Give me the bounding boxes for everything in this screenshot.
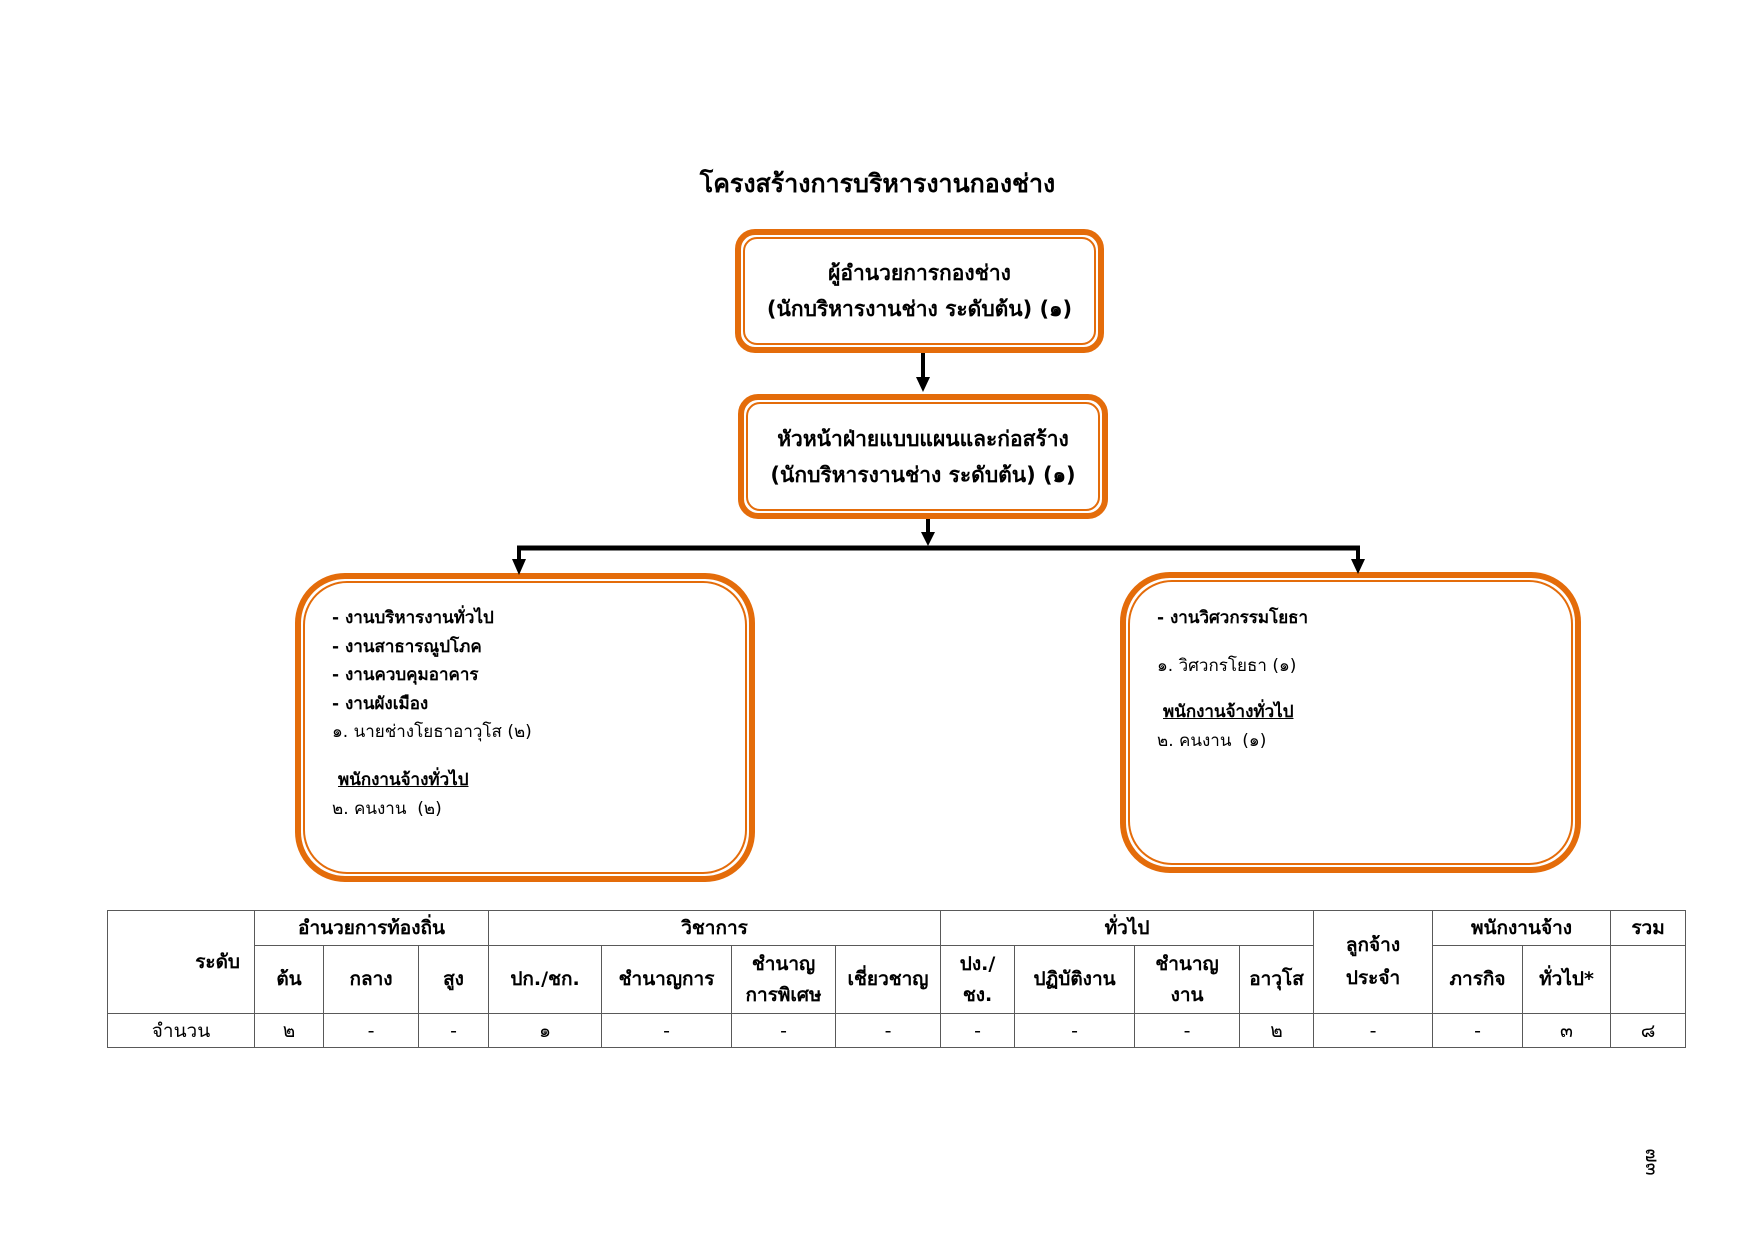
left-unit-task: - งานสาธารณูปโภค	[332, 636, 482, 657]
subheader-cell: ภารกิจ	[1432, 945, 1524, 1014]
staffing-summary-table: ระดับ อำนวยการท้องถิ่น วิชาการ ทั่วไป ลู…	[107, 910, 1687, 1048]
subheader-cell: ต้น	[254, 945, 324, 1014]
arrowhead-to-branch	[921, 532, 935, 546]
right-unit-task: - งานวิศวกรรมโยธา	[1157, 608, 1309, 628]
count-cell: -	[1432, 1013, 1524, 1048]
director-box: ผู้อำนวยการกองช่าง (นักบริหารงานช่าง ระด…	[735, 229, 1104, 353]
count-cell: -	[1134, 1013, 1241, 1048]
subheader-cell: ทั่วไป*	[1522, 945, 1612, 1014]
count-cell: -	[940, 1013, 1016, 1048]
count-cell: ๒	[254, 1013, 324, 1048]
page-title: โครงสร้างการบริหารงานกองช่าง	[699, 169, 1056, 198]
right-unit-contract-staff: ๒. คนงาน (๑)	[1157, 730, 1267, 751]
section-head-box: หัวหน้าฝ่ายแบบแผนและก่อสร้าง (นักบริหารง…	[738, 394, 1108, 519]
left-unit-box: - งานบริหารงานทั่วไป - งานสาธารณูปโภค - …	[295, 573, 755, 882]
page-number: ๗๓	[1641, 1148, 1663, 1176]
arrowhead-to-head-box	[916, 377, 930, 392]
count-cell: -	[731, 1013, 837, 1048]
count-label: จำนวน	[107, 1013, 255, 1048]
left-unit-inner-border	[303, 581, 747, 874]
group-header-permanent-employee: ลูกจ้าง ประจำ	[1313, 910, 1434, 1014]
count-cell: ๓	[1522, 1013, 1612, 1048]
count-cell: -	[323, 1013, 419, 1048]
right-unit-staff: ๑. วิศวกรโยธา (๑)	[1157, 656, 1297, 676]
count-cell-total: ๘	[1610, 1013, 1687, 1048]
subheader-cell: ชำนาญการ	[601, 945, 733, 1014]
count-cell: -	[1014, 1013, 1136, 1048]
director-title: ผู้อำนวยการกองช่าง	[828, 261, 1011, 285]
count-cell: -	[417, 1013, 490, 1048]
director-box-inner-border	[743, 237, 1096, 345]
section-head-position: (นักบริหารงานช่าง ระดับต้น) (๑)	[770, 462, 1076, 487]
subheader-cell: ชำนาญ งาน	[1134, 945, 1241, 1014]
level-header: ระดับ	[107, 910, 255, 1014]
right-unit-box: - งานวิศวกรรมโยธา ๑. วิศวกรโยธา (๑) พนัก…	[1120, 572, 1581, 873]
left-unit-task: - งานผังเมือง	[332, 693, 429, 714]
subheader-cell: ชำนาญ การพิเศษ	[731, 945, 837, 1014]
count-cell: -	[835, 1013, 942, 1048]
subheader-cell: ปฏิบัติงาน	[1014, 945, 1136, 1014]
count-cell: ๑	[488, 1013, 603, 1048]
section-head-title: หัวหน้าฝ่ายแบบแผนและก่อสร้าง	[777, 426, 1069, 451]
subheader-cell: ปง./ ชง.	[940, 945, 1016, 1014]
section-head-box-inner-border	[746, 402, 1100, 511]
group-header-local-admin: อำนวยการท้องถิ่น	[253, 910, 490, 946]
group-header-general: ทั่วไป	[940, 910, 1315, 946]
right-unit-contract-heading: พนักงานจ้างทั่วไป	[1163, 702, 1294, 722]
table-count-row: จำนวน ๒ - - ๑ - - - - - - ๒ - - ๓ ๘	[107, 1013, 1687, 1048]
left-unit-task: - งานควบคุมอาคาร	[332, 665, 479, 685]
group-header-total: รวม	[1610, 910, 1687, 946]
subheader-cell: อาวุโส	[1239, 945, 1315, 1014]
group-header-contract-employee: พนักงานจ้าง	[1432, 910, 1612, 946]
left-unit-contract-heading: พนักงานจ้างทั่วไป	[338, 770, 469, 790]
count-cell: -	[1313, 1013, 1434, 1048]
right-unit-inner-border	[1128, 580, 1573, 865]
left-unit-task: - งานบริหารงานทั่วไป	[332, 608, 494, 628]
table-header-row: ระดับ อำนวยการท้องถิ่น วิชาการ ทั่วไป ลู…	[107, 910, 1687, 1014]
subheader-cell-empty	[1610, 945, 1687, 1014]
left-unit-contract-staff: ๒. คนงาน (๒)	[332, 798, 442, 819]
table-subheader-row: ต้น กลาง สูง ปก./ชก. ชำนาญการ ชำนาญ การพ…	[108, 945, 1687, 1014]
director-position: (นักบริหารงานช่าง ระดับต้น) (๑)	[766, 297, 1073, 321]
subheader-cell: ปก./ชก.	[488, 945, 603, 1014]
subheader-cell: เชี่ยวชาญ	[835, 945, 942, 1014]
count-cell: ๒	[1239, 1013, 1315, 1048]
count-cell: -	[601, 1013, 733, 1048]
group-header-academic: วิชาการ	[488, 910, 942, 946]
subheader-cell: กลาง	[323, 945, 419, 1014]
left-unit-staff: ๑. นายช่างโยธาอาวุโส (๒)	[332, 722, 532, 742]
subheader-cell: สูง	[417, 945, 490, 1014]
